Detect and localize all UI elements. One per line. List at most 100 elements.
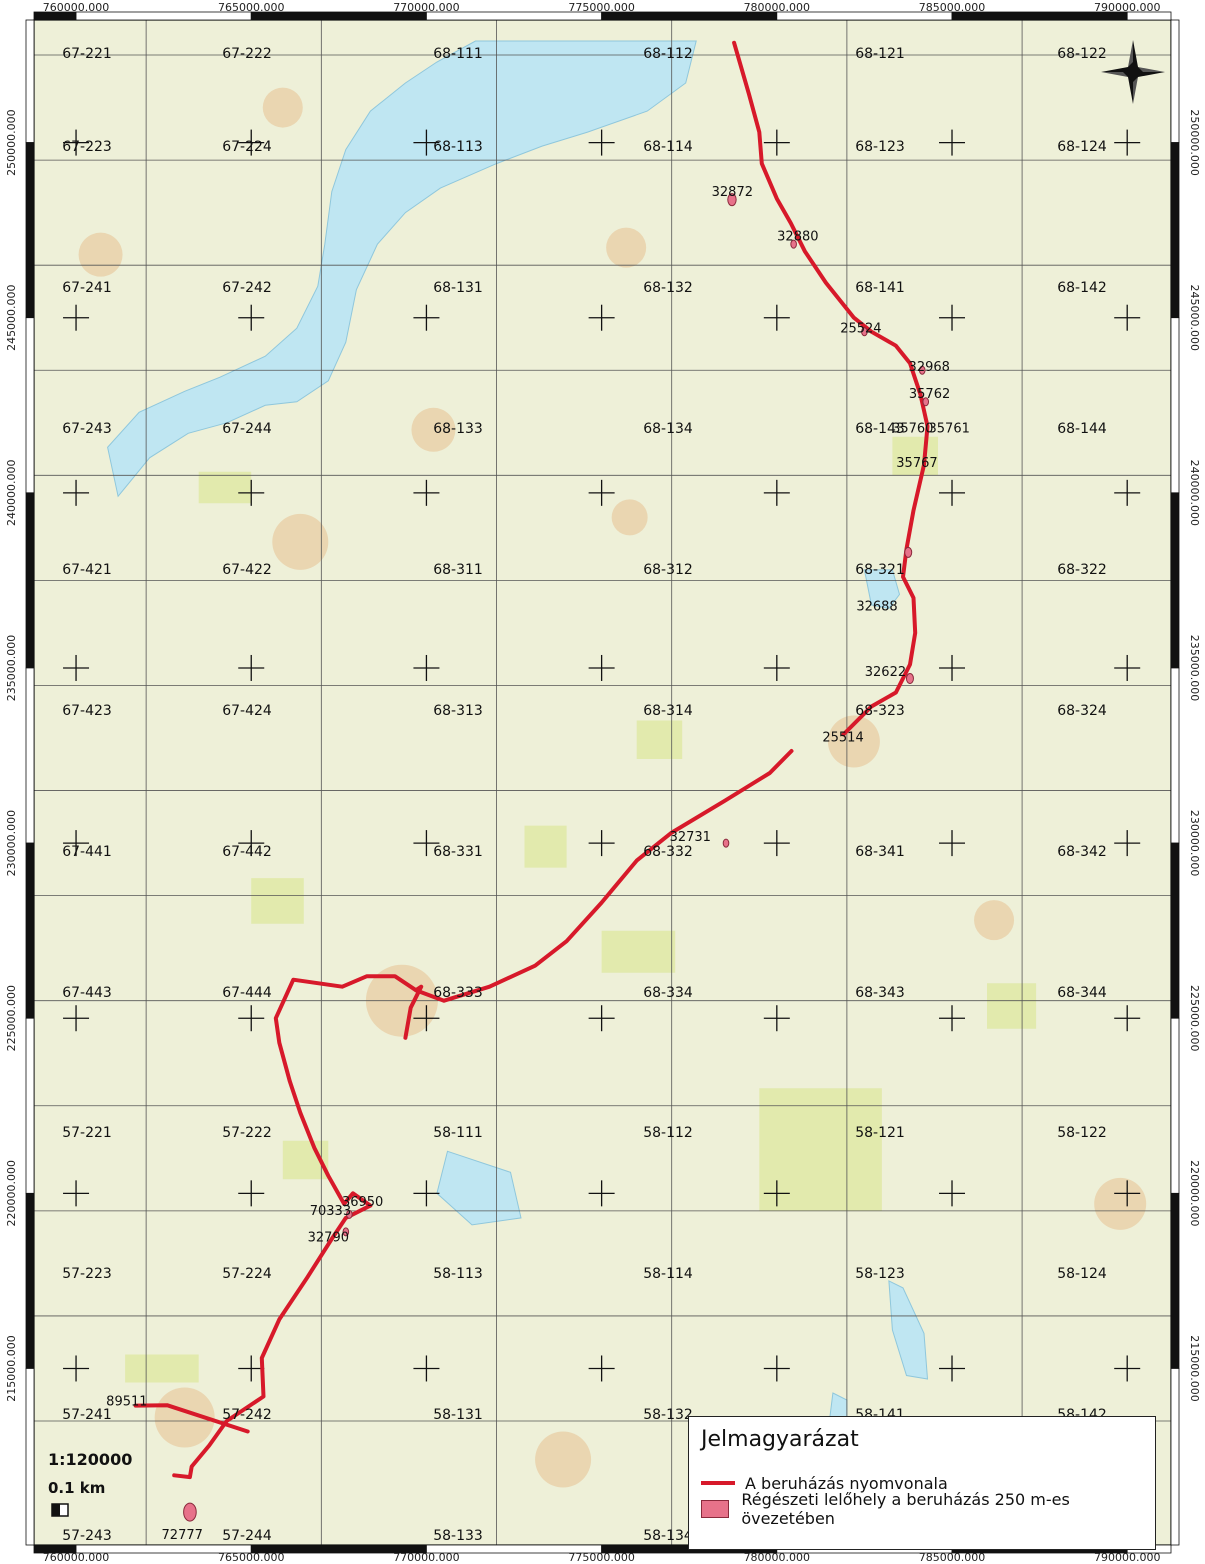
field-parcel xyxy=(636,720,683,759)
field-parcel xyxy=(198,471,252,504)
sheet-label: 68-132 xyxy=(643,280,693,296)
settlement xyxy=(827,715,880,768)
field-parcel xyxy=(524,825,567,868)
coord-label-right: 235000.000 xyxy=(1188,635,1201,701)
coord-label-left: 225000.000 xyxy=(5,985,18,1051)
sheet-label: 68-332 xyxy=(643,844,693,860)
coord-label-top: 765000.000 xyxy=(218,1,284,14)
sheet-label: 58-123 xyxy=(855,1266,905,1282)
coord-label-right: 230000.000 xyxy=(1188,810,1201,876)
water-body xyxy=(107,40,697,498)
site-label: 32968 xyxy=(909,360,950,375)
sheet-label: 68-313 xyxy=(433,703,483,719)
coord-label-left: 215000.000 xyxy=(5,1335,18,1401)
scale-distance: 0.1 km xyxy=(48,1479,105,1497)
site-label: 32872 xyxy=(712,185,753,200)
sheet-label: 58-121 xyxy=(855,1125,905,1141)
border-band-right xyxy=(1170,1017,1180,1194)
site-label: 32880 xyxy=(777,229,818,244)
coord-label-right: 250000.000 xyxy=(1188,109,1201,175)
scale-bar: 1:120000 0.1 km xyxy=(48,1450,132,1517)
sheet-label: 67-221 xyxy=(62,46,112,62)
site-label: 70333 xyxy=(310,1204,351,1219)
coord-label-top: 790000.000 xyxy=(1094,1,1160,14)
sheet-label: 58-124 xyxy=(1057,1266,1107,1282)
sheet-label: 57-244 xyxy=(222,1528,272,1544)
site-labels: 3287232880255243296835762357603576135767… xyxy=(106,185,970,1543)
route-line xyxy=(133,40,930,1480)
border-band-left xyxy=(25,492,35,669)
water-body xyxy=(863,569,901,609)
border-band-left xyxy=(25,1368,35,1546)
legend-route-label: A beruházás nyomvonala xyxy=(745,1473,948,1493)
sheet-label: 58-122 xyxy=(1057,1125,1107,1141)
water-body xyxy=(888,1280,929,1380)
coord-label-left: 250000.000 xyxy=(5,109,18,175)
border-band-right xyxy=(1170,1368,1180,1546)
sheet-label: 68-122 xyxy=(1057,46,1107,62)
coord-label-top: 760000.000 xyxy=(43,1,109,14)
sheet-label: 68-142 xyxy=(1057,280,1107,296)
sheet-label: 58-112 xyxy=(643,1125,693,1141)
sheet-label: 58-132 xyxy=(643,1407,693,1423)
sheet-label: 68-314 xyxy=(643,703,693,719)
site-polygon xyxy=(905,672,914,684)
border-band-right xyxy=(1170,19,1180,143)
sheet-label: 68-331 xyxy=(433,844,483,860)
sheet-label: 57-242 xyxy=(222,1407,272,1423)
legend-site-label: Régészeti lelőhely a beruházás 250 m-es … xyxy=(741,1490,1070,1528)
border-band-left xyxy=(25,667,35,844)
sheet-label: 68-342 xyxy=(1057,844,1107,860)
sheet-label: 67-442 xyxy=(222,844,272,860)
border-band-right xyxy=(1170,142,1180,319)
field-parcel xyxy=(987,983,1037,1029)
sheet-label: 68-343 xyxy=(855,985,905,1001)
sheet-label: 68-322 xyxy=(1057,562,1107,578)
border-band-right xyxy=(1170,492,1180,669)
sheet-label: 57-243 xyxy=(62,1528,112,1544)
site-label: 35760 xyxy=(892,421,933,436)
site-label: 25514 xyxy=(822,731,863,746)
settlement xyxy=(606,227,647,268)
sheet-label: 67-444 xyxy=(222,985,272,1001)
site-polygon xyxy=(183,1502,197,1522)
coord-label-left: 245000.000 xyxy=(5,284,18,350)
border-band-right xyxy=(1170,1192,1180,1369)
sheet-label: 68-112 xyxy=(643,46,693,62)
site-label: 35767 xyxy=(896,456,937,471)
sheet-label: 58-133 xyxy=(433,1528,483,1544)
settlement xyxy=(272,513,329,570)
north-arrow xyxy=(1101,40,1165,104)
sheet-label: 68-111 xyxy=(433,46,483,62)
border-band-left xyxy=(25,142,35,319)
sheet-grid xyxy=(34,20,1171,1545)
site-polygon xyxy=(342,1227,350,1237)
settlement xyxy=(78,232,123,277)
coord-label-left: 240000.000 xyxy=(5,460,18,526)
legend: Jelmagyarázat A beruházás nyomvonala Rég… xyxy=(688,1416,1156,1550)
settlement xyxy=(1094,1177,1147,1230)
sheet-label: 68-311 xyxy=(433,562,483,578)
border-band-left xyxy=(25,317,35,494)
coord-label-top: 785000.000 xyxy=(919,1,985,14)
site-polygon xyxy=(346,1209,353,1219)
sheet-label: 67-222 xyxy=(222,46,272,62)
site-label: 32688 xyxy=(856,600,897,615)
sheet-label: 67-241 xyxy=(62,280,112,296)
coord-label-bottom: 775000.000 xyxy=(568,1551,634,1564)
sheet-label: 58-131 xyxy=(433,1407,483,1423)
coord-label-bottom: 760000.000 xyxy=(43,1551,109,1564)
sheet-label: 57-221 xyxy=(62,1125,112,1141)
settlements xyxy=(78,87,1147,1488)
sheet-label: 68-123 xyxy=(855,139,905,155)
coord-label-bottom: 790000.000 xyxy=(1094,1551,1160,1564)
coord-label-bottom: 780000.000 xyxy=(744,1551,810,1564)
settlement xyxy=(262,87,303,128)
sheet-label: 67-423 xyxy=(62,703,112,719)
legend-route-row: A beruházás nyomvonala xyxy=(701,1470,1143,1496)
coord-label-bottom: 785000.000 xyxy=(919,1551,985,1564)
route-line-symbol xyxy=(701,1481,735,1485)
field-parcel xyxy=(759,1088,882,1211)
sheet-label: 68-312 xyxy=(643,562,693,578)
